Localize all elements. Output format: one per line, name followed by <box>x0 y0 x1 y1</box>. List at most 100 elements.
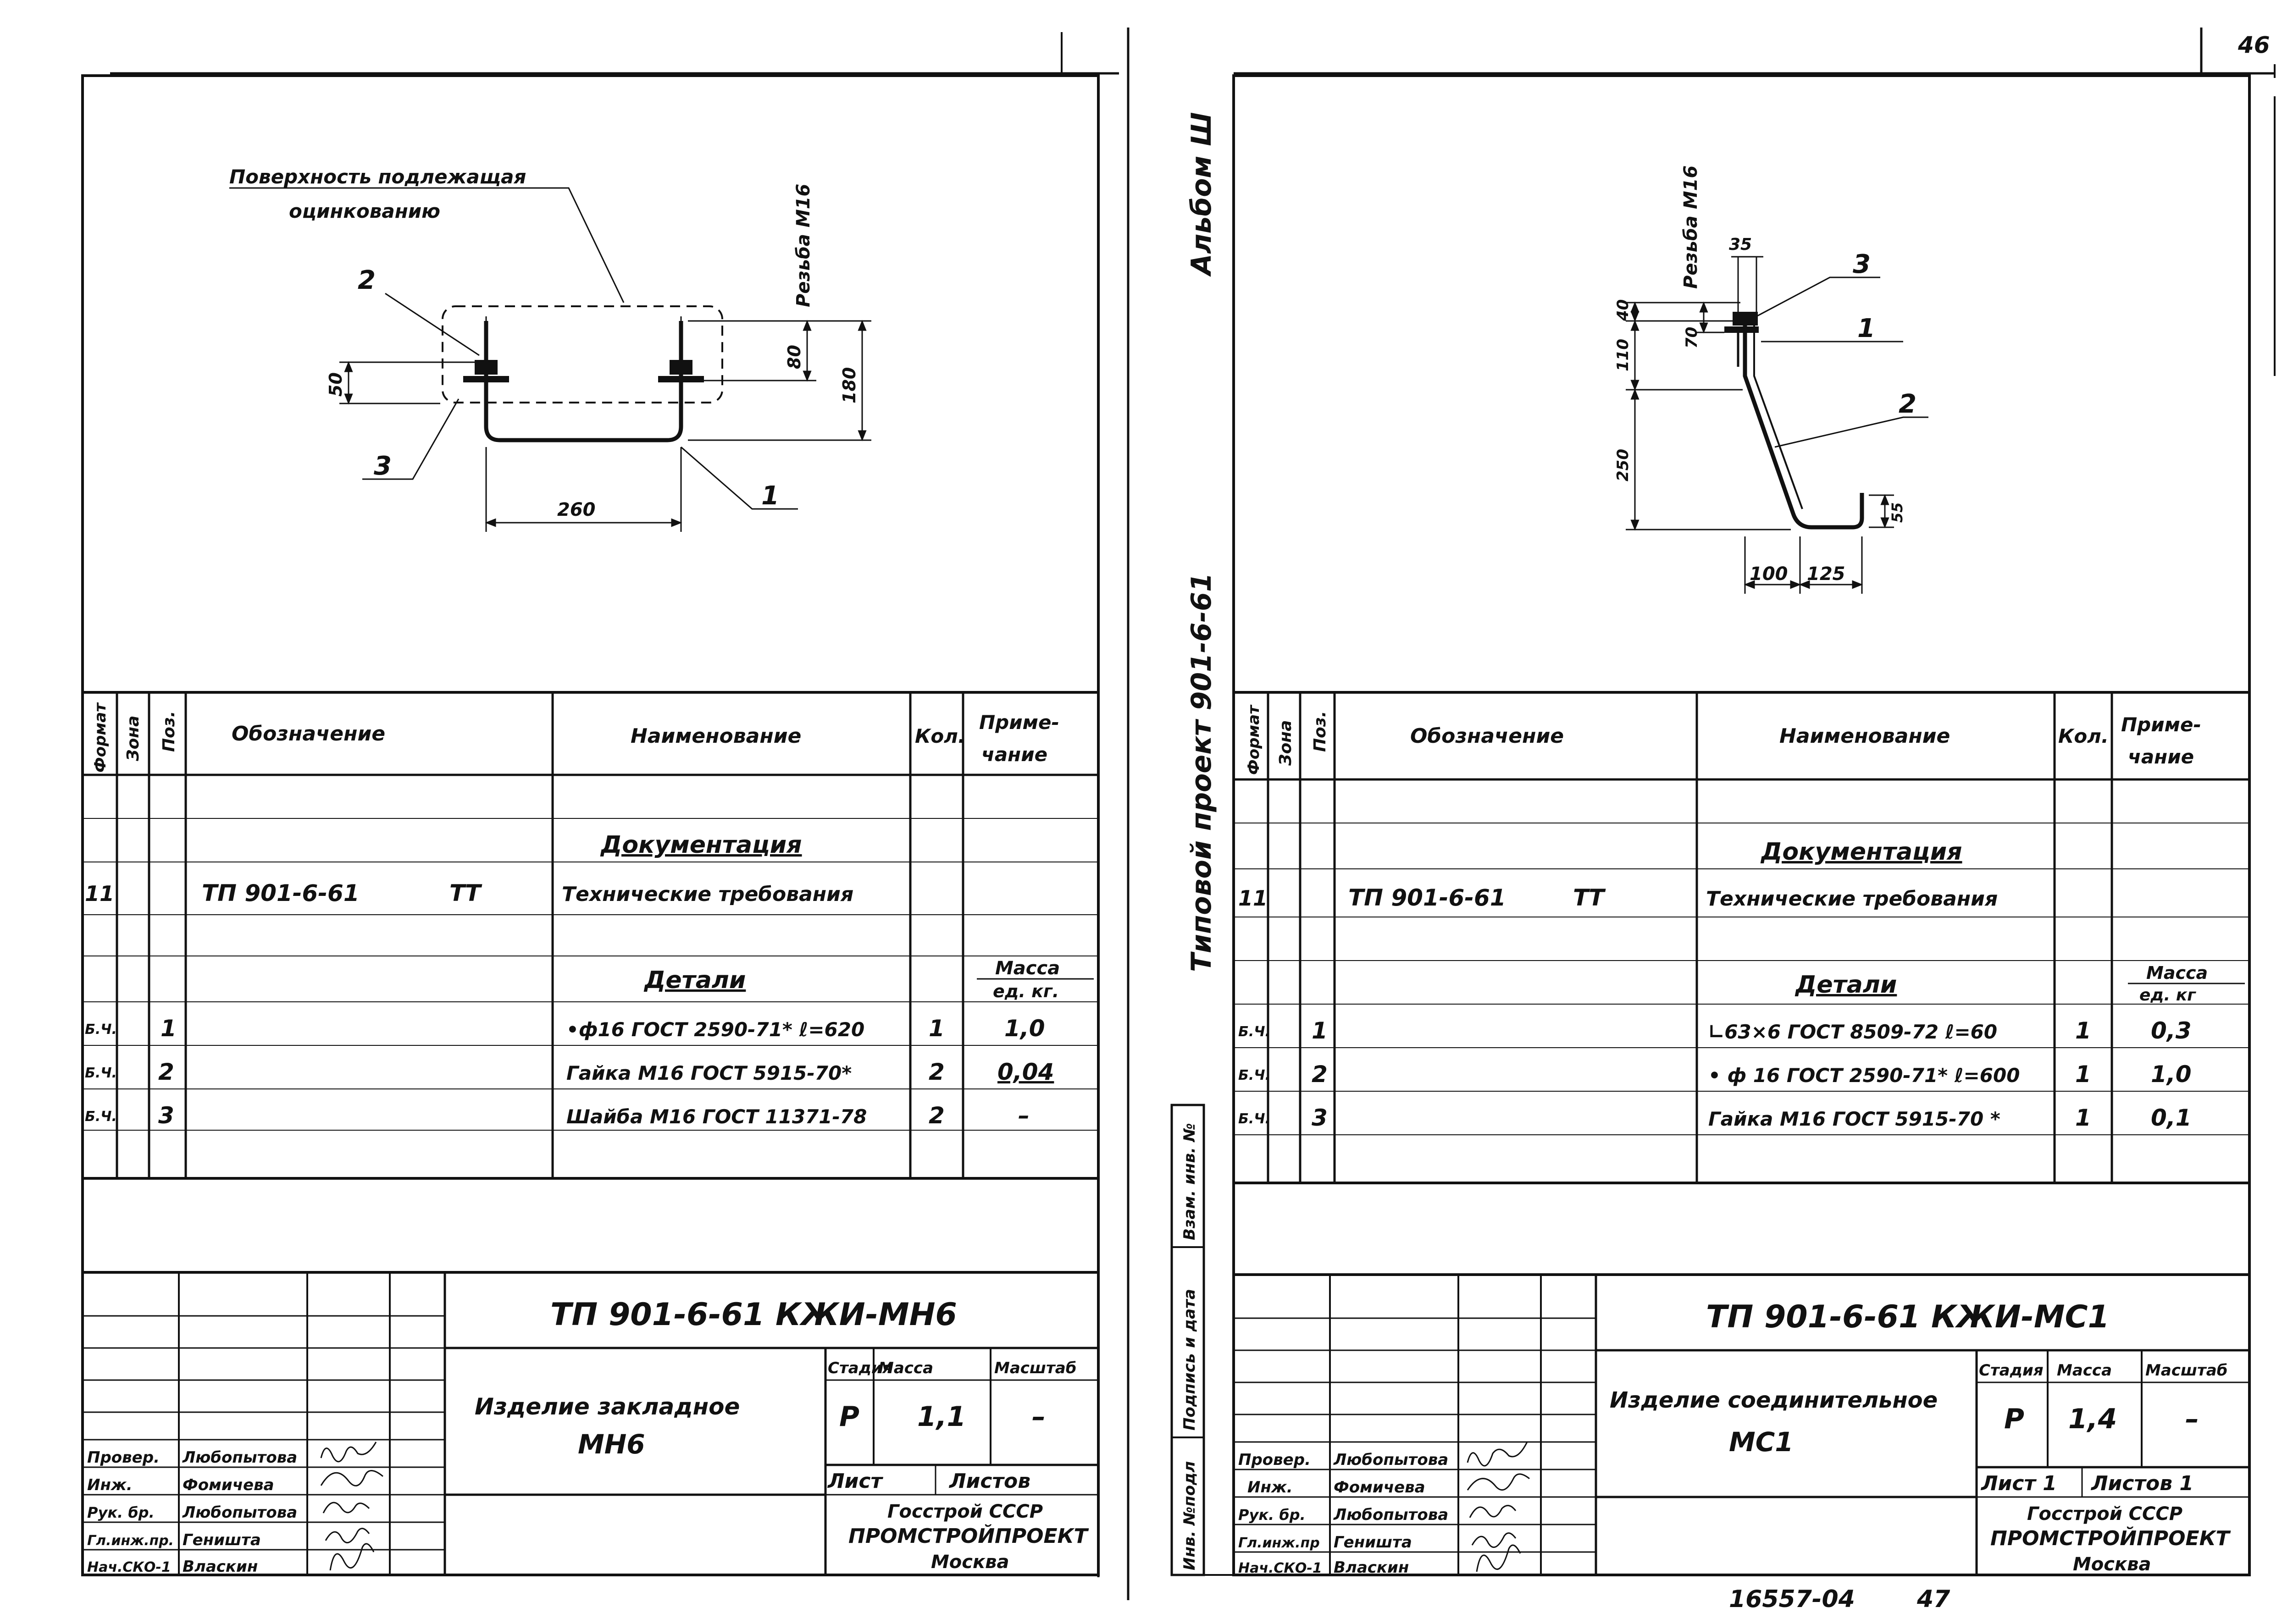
header-name: Наименование <box>631 724 801 748</box>
row-pos: 2 <box>158 1059 174 1085</box>
mass-header-2: ед. кг <box>2139 986 2196 1005</box>
org-line-1: Госстрой СССР <box>2027 1503 2182 1525</box>
footer-number: 16557-04 <box>1729 1585 1855 1613</box>
person-role: Рук. бр. <box>87 1504 155 1521</box>
table-row: Б.Ч. 1 •ф16 ГОСТ 2590-71* ℓ=620 1 1,0 <box>85 1015 1045 1042</box>
header-qty: Кол. <box>2058 725 2109 747</box>
surface-label-line1: Поверхность подлежащая <box>229 166 526 188</box>
stage-header: Стадия <box>828 1359 892 1377</box>
person-role: Провер. <box>1238 1451 1311 1469</box>
org-line-3: Москва <box>2073 1554 2151 1575</box>
section-documentation: Документация <box>1760 838 1962 866</box>
dim-100: 100 <box>1750 563 1788 585</box>
row-qty: 2 <box>929 1102 945 1129</box>
mass-header: Масса <box>878 1359 933 1377</box>
mass-header: Масса <box>2057 1361 2112 1380</box>
person-role: Инж. <box>87 1476 133 1494</box>
signature <box>1476 1544 1521 1572</box>
document-code: ТП 901-6-61 КЖИ-МН6 <box>550 1297 957 1333</box>
person-name: Фомичева <box>183 1476 274 1494</box>
mass-value: 1,4 <box>2068 1403 2117 1435</box>
row-note: 1,0 <box>2151 1061 2192 1088</box>
mass-value: 1,1 <box>917 1401 966 1433</box>
dim-40: 40 <box>1614 299 1632 321</box>
table-row: Б.Ч. 3 Шайба М16 ГОСТ 11371-78 2 – <box>85 1102 1030 1129</box>
person-role: Нач.СКО-1 <box>87 1559 171 1575</box>
stage-header: Стадия <box>1979 1361 2044 1380</box>
person-name: Любопытова <box>1333 1506 1448 1524</box>
scale-header: Масштаб <box>2145 1361 2227 1380</box>
header-designation: Обозначение <box>1410 724 1564 748</box>
person-name: Власкин <box>1334 1558 1409 1577</box>
dim-180: 180 <box>839 367 859 403</box>
header-pos: Поз. <box>160 711 178 752</box>
signature <box>1467 1442 1528 1467</box>
callout-1: 1 <box>1857 314 1875 343</box>
row-format: Б.Ч. <box>1238 1111 1270 1127</box>
section-parts: Детали <box>643 967 746 994</box>
org-line-3: Москва <box>931 1552 1009 1573</box>
sheet-left: Поверхность подлежащая оцинкованию Резьб… <box>81 72 1119 1577</box>
row-format: Б.Ч. <box>85 1109 117 1125</box>
dim-250: 250 <box>1614 449 1632 481</box>
person-name: Любопытова <box>182 1448 297 1467</box>
row-format: Б.Ч. <box>1238 1067 1270 1083</box>
row-note: 1,0 <box>1004 1015 1045 1042</box>
spec-table-right: Формат Зона Поз. Обозначение Наименовани… <box>1234 691 2249 1184</box>
header-note-1: Приме- <box>2121 713 2201 736</box>
signature <box>320 1442 377 1463</box>
spec-table-left: Формат Зона Поз. Обозначение Наименовани… <box>83 691 1098 1180</box>
product-name-1: Изделие закладное <box>475 1393 740 1420</box>
table-row: Б.Ч. 2 • ф 16 ГОСТ 2590-71* ℓ=600 1 1,0 <box>1238 1061 2192 1088</box>
scale-header: Масштаб <box>994 1359 1076 1377</box>
row-name: ∟63×6 ГОСТ 8509-72 ℓ=60 <box>1708 1021 1997 1043</box>
person-role: Нач.СКО-1 <box>1238 1560 1322 1576</box>
doc-designation: ТП 901-6-61 <box>1348 884 1506 911</box>
row-note: 0,04 <box>997 1059 1054 1085</box>
thread-label: Резьба М16 <box>1680 166 1701 289</box>
surface-label-line2: оцинкованию <box>289 200 440 222</box>
row-pos: 3 <box>1312 1105 1328 1131</box>
doc-code: ТТ <box>1573 884 1606 911</box>
dim-35: 35 <box>1729 235 1752 254</box>
header-pos: Поз. <box>1311 711 1329 752</box>
row-note: 0,3 <box>2151 1017 2192 1044</box>
person-role: Гл.инж.пр <box>1238 1535 1320 1551</box>
section-documentation: Документация <box>600 831 802 859</box>
signature <box>1471 1532 1517 1548</box>
doc-format: 11 <box>85 881 114 906</box>
row-pos: 2 <box>1312 1061 1328 1088</box>
stamp-inv-podl: Инв. №подл <box>1180 1461 1199 1570</box>
header-format: Формат <box>91 702 110 773</box>
person-name: Любопытова <box>1333 1451 1448 1469</box>
document-code: ТП 901-6-61 КЖИ-МС1 <box>1706 1299 2110 1335</box>
callout-2: 2 <box>358 265 376 295</box>
header-note-1: Приме- <box>979 711 1059 734</box>
header-name: Наименование <box>1779 724 1950 748</box>
signature <box>329 1543 375 1571</box>
callout-3: 3 <box>374 451 392 481</box>
row-format: Б.Ч. <box>1238 1024 1270 1040</box>
signature <box>320 1470 383 1486</box>
row-qty: 1 <box>929 1015 945 1042</box>
org-line-1: Госстрой СССР <box>887 1501 1043 1522</box>
stage-value: Р <box>839 1401 859 1433</box>
row-pos: 1 <box>1312 1017 1328 1044</box>
person-role: Провер. <box>87 1448 160 1467</box>
section-parts: Детали <box>1795 971 1897 999</box>
row-pos: 3 <box>158 1102 174 1129</box>
scale-value: – <box>1032 1401 1046 1433</box>
row-name: Шайба М16 ГОСТ 11371-78 <box>566 1105 867 1128</box>
part-drawing-ms1: Резьба М16 35 40 70 110 250 55 100 125 3… <box>1614 166 1928 594</box>
person-role: Рук. бр. <box>1238 1506 1306 1524</box>
product-name-2: МН6 <box>578 1429 645 1460</box>
row-note: 0,1 <box>2151 1105 2192 1131</box>
product-name-1: Изделие соединительное <box>1610 1387 1938 1413</box>
row-format: Б.Ч. <box>85 1065 117 1081</box>
header-qty: Кол. <box>915 725 965 747</box>
row-note: – <box>1018 1102 1030 1129</box>
org-line-2: ПРОМСТРОЙПРОЕКТ <box>848 1524 1089 1548</box>
dim-80: 80 <box>784 345 804 369</box>
callout-1: 1 <box>761 481 779 511</box>
